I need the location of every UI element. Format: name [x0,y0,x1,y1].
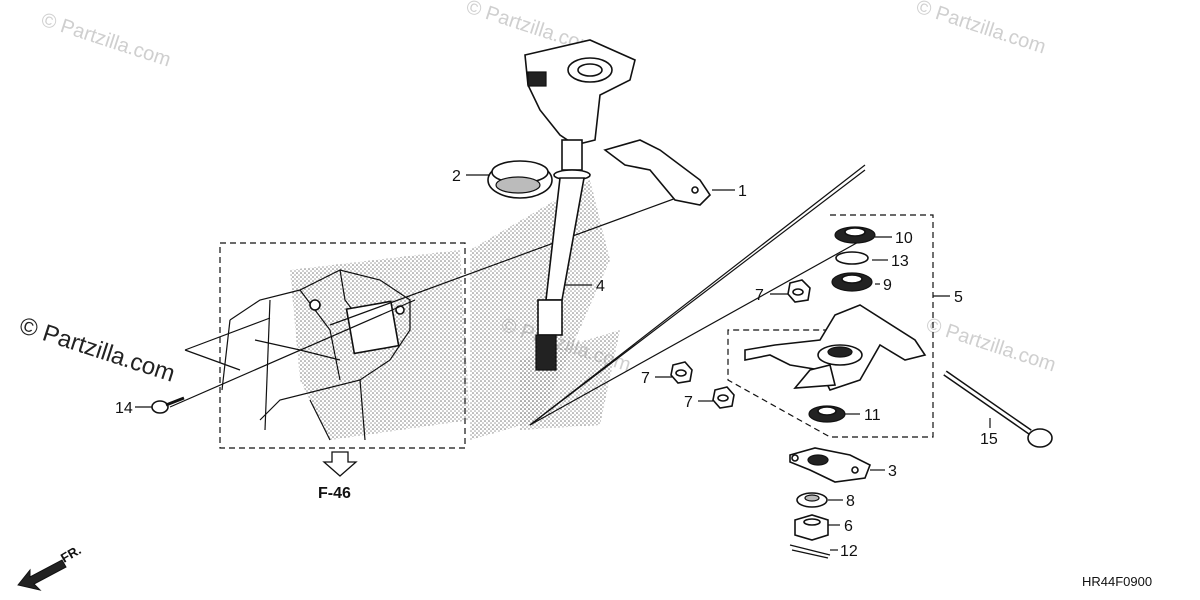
callout-13: 13 [891,253,909,270]
callout-7: 7 [755,287,764,304]
callout-8: 8 [846,493,855,510]
callout-leaders [135,174,991,551]
watermark: © Partzilla.com [913,0,1048,58]
knuckle-detail-box [727,214,934,438]
frame-detail-box [219,242,466,449]
watermark-main: © Partzilla.com [16,312,178,388]
callout-9: 9 [883,277,892,294]
reference-link[interactable]: F-46 [318,485,351,502]
callout-3: 3 [888,463,897,480]
watermark: © Partzilla.com [38,9,173,72]
bolt [943,370,1053,448]
callout-6: 6 [844,518,853,535]
callout-5: 5 [954,289,963,306]
callout-4: 4 [596,278,605,295]
dust-seal [487,160,553,199]
front-direction-arrow-icon [17,559,67,591]
callout-15: 15 [980,431,998,448]
steering-bracket [603,139,712,206]
callout-2: 2 [452,168,461,185]
diagram-code: HR44F0900 [1082,574,1152,589]
callout-12: 12 [840,543,858,560]
steering-shaft [524,39,636,371]
flange-nut [787,279,811,303]
callout-1: 1 [738,183,747,200]
cotter-pin [789,544,831,559]
down-arrow-icon [322,451,358,477]
leader-lines [169,164,866,426]
bearing-stack [831,226,876,292]
castle-nut [794,514,829,541]
callout-7: 7 [641,370,650,387]
flange-nut [670,361,693,384]
steering-arm [744,304,927,391]
callout-7: 7 [684,394,693,411]
callout-14: 14 [115,400,133,417]
bolt-small [151,396,185,414]
callout-10: 10 [895,230,913,247]
watermark: © Partzilla.com [923,314,1058,377]
frame-body [221,269,411,441]
callout-11: 11 [864,407,881,424]
flange-nut [712,386,735,409]
lower-bracket [789,447,872,483]
